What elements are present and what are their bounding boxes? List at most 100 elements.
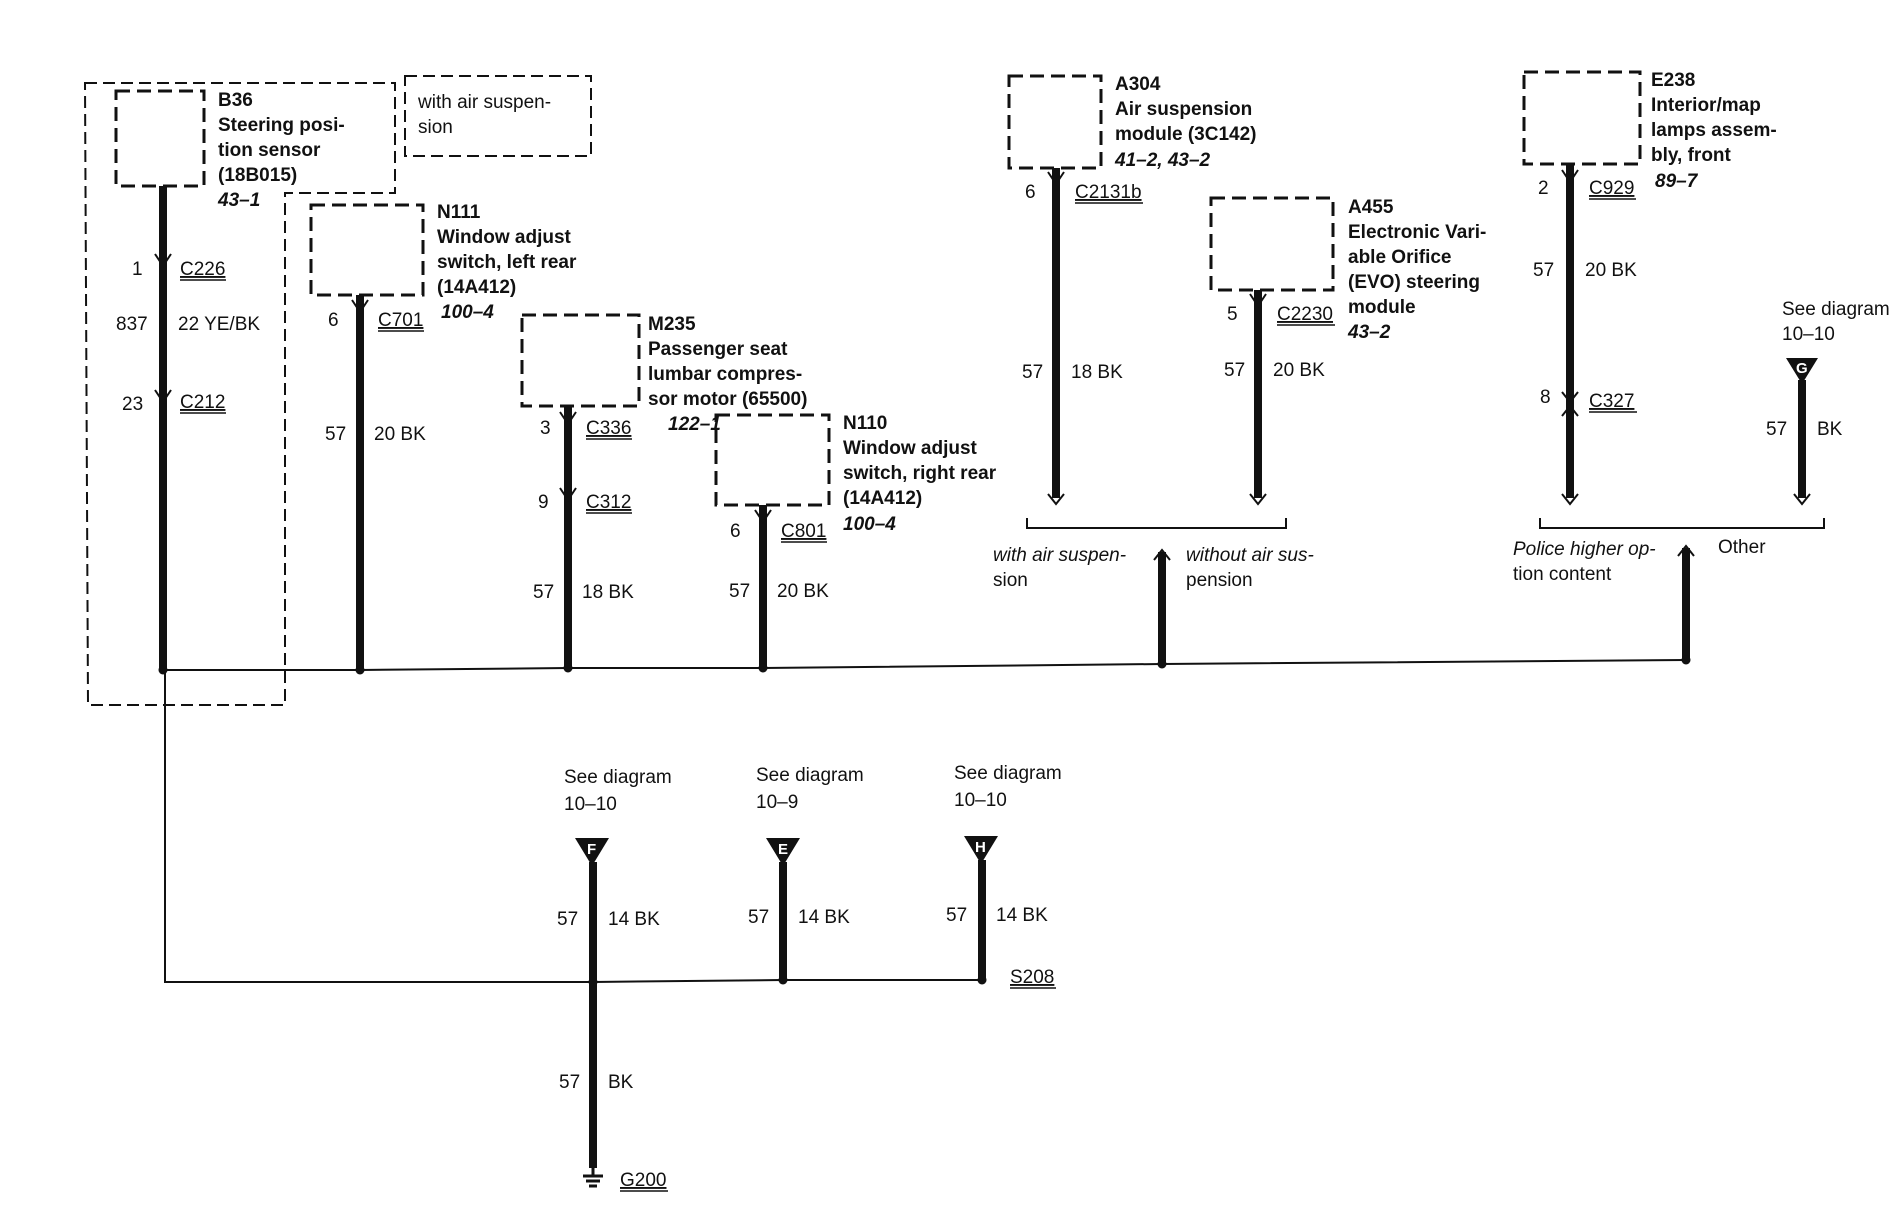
ref-e-diagram: 10–9 — [756, 792, 798, 813]
main-bus — [163, 659, 1687, 671]
c327-name: C327 — [1589, 391, 1634, 412]
ref-g-triangle — [1786, 358, 1818, 384]
a455-box — [1209, 196, 1335, 292]
w-a455-circuit: 57 — [1224, 360, 1245, 381]
n111-name-3: (14A412) — [437, 277, 516, 298]
w-m235-spec: 18 BK — [582, 582, 634, 603]
w-e-circuit: 57 — [748, 907, 769, 928]
e238-name-2: lamps assem- — [1651, 120, 1777, 141]
c701-name: C701 — [378, 310, 423, 331]
ref-f-triangle — [575, 838, 609, 866]
e238-wire-end-mark — [1561, 493, 1579, 506]
w-a455-spec: 20 BK — [1273, 360, 1325, 381]
n111-box — [309, 203, 425, 297]
splice-s208: S208 — [1010, 967, 1054, 988]
air-note-line-2: sion — [418, 117, 453, 138]
w-e238a-circuit: 57 — [1533, 260, 1554, 281]
ref-f-letter: F — [587, 841, 596, 858]
ref-h-triangle — [964, 836, 998, 864]
ref-e-triangle — [766, 838, 800, 866]
w-n110-circuit: 57 — [729, 581, 750, 602]
police-option-wire-mark — [1677, 544, 1695, 557]
n110-box — [714, 413, 831, 507]
ref-e-letter: E — [778, 841, 788, 858]
a304-ref: 41–2, 43–2 — [1114, 150, 1211, 171]
c226-pin: 1 — [132, 259, 143, 280]
w-g-spec: BK — [1817, 419, 1843, 440]
n110-id: N110 — [843, 413, 887, 434]
n111-id: N111 — [437, 202, 481, 223]
c2230-pin: 5 — [1227, 304, 1238, 325]
c801-name: C801 — [781, 521, 826, 542]
m235-ref: 122–1 — [668, 414, 721, 435]
a455-name-4: module — [1348, 297, 1416, 318]
without-air-line-1: without air sus- — [1186, 545, 1314, 566]
ref-g-diagram: 10–10 — [1782, 324, 1835, 345]
w-n111-circuit: 57 — [325, 424, 346, 445]
with-air-line-1: with air suspen- — [993, 545, 1126, 566]
c212-pin: 23 — [122, 394, 143, 415]
c226-connector-mark — [154, 253, 172, 268]
air-option-bracket — [1026, 518, 1287, 529]
w-a304-circuit: 57 — [1022, 362, 1043, 383]
w-e238a-spec: 20 BK — [1585, 260, 1637, 281]
c327-connector-mark-a — [1561, 391, 1579, 404]
police-line-2: tion content — [1513, 564, 1612, 585]
c2131b-pin: 6 — [1025, 182, 1036, 203]
m235-name-1: Passenger seat — [648, 339, 788, 360]
ref-g-label: See diagram — [1782, 299, 1890, 320]
n111-name-1: Window adjust — [437, 227, 572, 248]
without-air-line-2: pension — [1186, 570, 1253, 591]
ref-h-letter: H — [975, 839, 986, 856]
bus-node-n110 — [758, 663, 768, 673]
m235-box — [520, 313, 641, 408]
c929-pin: 2 — [1538, 178, 1549, 199]
c2131b-name: C2131b — [1075, 182, 1142, 203]
c336-connector-mark — [559, 411, 577, 426]
a455-wire-end-mark — [1249, 493, 1267, 506]
ground-g200: G200 — [620, 1170, 666, 1191]
ref-h-diagram: 10–10 — [954, 790, 1007, 811]
n111-name-2: switch, left rear — [437, 252, 577, 273]
e238-name-3: bly, front — [1651, 145, 1732, 166]
a304-name-2: module (3C142) — [1115, 124, 1256, 145]
w-n110-spec: 20 BK — [777, 581, 829, 602]
w-ground-circuit: 57 — [559, 1072, 580, 1093]
w-h-circuit: 57 — [946, 905, 967, 926]
w-g-circuit: 57 — [1766, 419, 1787, 440]
a455-ref: 43–2 — [1347, 322, 1391, 343]
w-a304-spec: 18 BK — [1071, 362, 1123, 383]
w-e-spec: 14 BK — [798, 907, 850, 928]
c212-connector-mark — [154, 389, 172, 404]
c327-connector-mark-b — [1561, 404, 1579, 417]
air-suspension-note-box — [404, 75, 592, 157]
c336-name: C336 — [586, 418, 631, 439]
c929-connector-mark — [1561, 169, 1579, 184]
ref-f-label: See diagram — [564, 767, 672, 788]
c312-name: C312 — [586, 492, 631, 513]
ground-icon — [583, 1168, 603, 1188]
m235-name-2: lumbar compres- — [648, 364, 802, 385]
w-m235-circuit: 57 — [533, 582, 554, 603]
c701-pin: 6 — [328, 310, 339, 331]
c2230-connector-mark — [1249, 293, 1267, 308]
s208-bus — [164, 670, 982, 983]
a455-name-2: able Orifice — [1348, 247, 1452, 268]
c312-connector-mark — [559, 487, 577, 502]
a455-name-3: (EVO) steering — [1348, 272, 1480, 293]
c801-connector-mark — [754, 509, 772, 524]
a455-id: A455 — [1348, 197, 1394, 218]
e238-name-1: Interior/map — [1651, 95, 1761, 116]
c327-pin: 8 — [1540, 387, 1551, 408]
b36-name-3: (18B015) — [218, 165, 297, 186]
w-f-circuit: 57 — [557, 909, 578, 930]
bus-node-air — [1157, 659, 1167, 669]
n110-name-2: switch, right rear — [843, 463, 997, 484]
n110-name-1: Window adjust — [843, 438, 978, 459]
a304-box — [1007, 74, 1103, 170]
bus-node-police — [1681, 655, 1691, 665]
e238-id: E238 — [1651, 70, 1695, 91]
n111-ref: 100–4 — [441, 302, 494, 323]
